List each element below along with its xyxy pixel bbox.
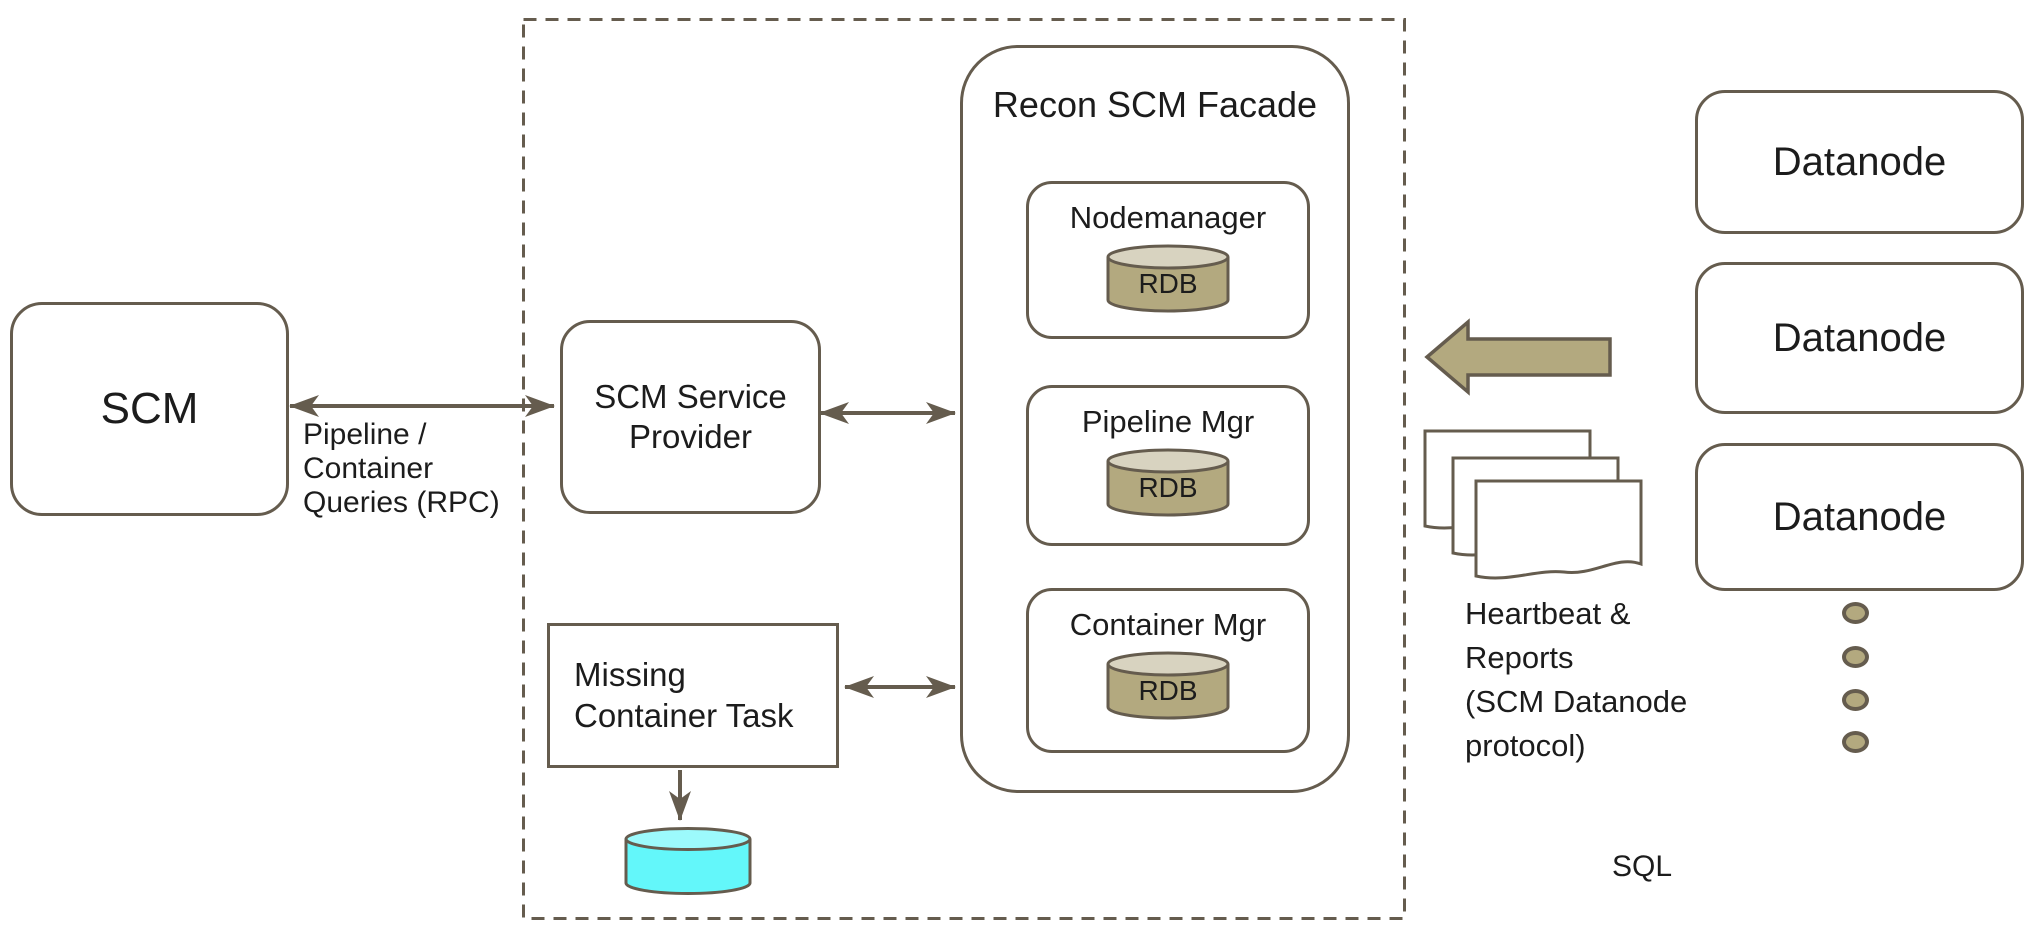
rdb-cylinder: RDB: [1105, 650, 1231, 722]
left-block-arrow-icon: [1424, 318, 1612, 396]
datanode-label: Datanode: [1772, 315, 1947, 360]
missing-container-task-label: Missing Container Task: [574, 656, 794, 734]
database-cylinder-icon: [1106, 651, 1230, 720]
container-mgr-card: Container Mgr RDB: [1026, 588, 1310, 753]
rdb-label: RDB: [1138, 268, 1198, 299]
datanode-label: Datanode: [1772, 139, 1947, 184]
database-cylinder-icon: [1106, 448, 1230, 517]
datanode-node: Datanode: [1695, 443, 2024, 591]
datanode-node: Datanode: [1695, 90, 2024, 234]
rdb-label: RDB: [1138, 472, 1198, 503]
scm-service-provider-label: SCM Service Provider: [594, 377, 787, 455]
rdb-label: RDB: [1138, 675, 1198, 706]
nodemanager-label: Nodemanager: [1069, 200, 1267, 235]
scm-service-provider-node: SCM Service Provider: [560, 320, 821, 514]
nodemanager-card: Nodemanager RDB: [1026, 181, 1310, 339]
heartbeat-edge-label: Heartbeat & Reports (SCM Datanode protoc…: [1465, 596, 1688, 764]
sql-store-node: SQL: [623, 826, 2038, 898]
missing-container-task-node: Missing Container Task: [547, 623, 839, 768]
recon-scm-facade-container: Recon SCM Facade Nodemanager RDB Pipelin…: [960, 45, 1350, 793]
documents-stack-icon: [1423, 429, 1643, 580]
ellipsis-dots-icon: [1842, 602, 1869, 624]
database-cylinder-icon: [1106, 244, 1230, 313]
ellipsis-dots-icon: [1842, 689, 1869, 711]
scm-label: SCM: [100, 384, 199, 434]
pipeline-mgr-label: Pipeline Mgr: [1081, 404, 1255, 439]
ellipsis-dots-icon: [1842, 646, 1869, 668]
ellipsis-dots-icon: [1842, 731, 1869, 753]
rpc-edge-label: Pipeline / Container Queries (RPC): [303, 418, 500, 519]
dashed-boundary: [522, 18, 1406, 920]
database-cylinder-icon: [624, 827, 752, 895]
rdb-cylinder: RDB: [1105, 243, 1231, 315]
pipeline-mgr-card: Pipeline Mgr RDB: [1026, 385, 1310, 546]
scm-node: SCM: [10, 302, 289, 516]
sql-label: SQL: [1611, 850, 1673, 883]
container-mgr-label: Container Mgr: [1069, 607, 1267, 642]
rdb-cylinder: RDB: [1105, 447, 1231, 519]
datanode-node: Datanode: [1695, 262, 2024, 414]
datanode-label: Datanode: [1772, 494, 1947, 539]
recon-scm-facade-title: Recon SCM Facade: [992, 84, 1318, 125]
